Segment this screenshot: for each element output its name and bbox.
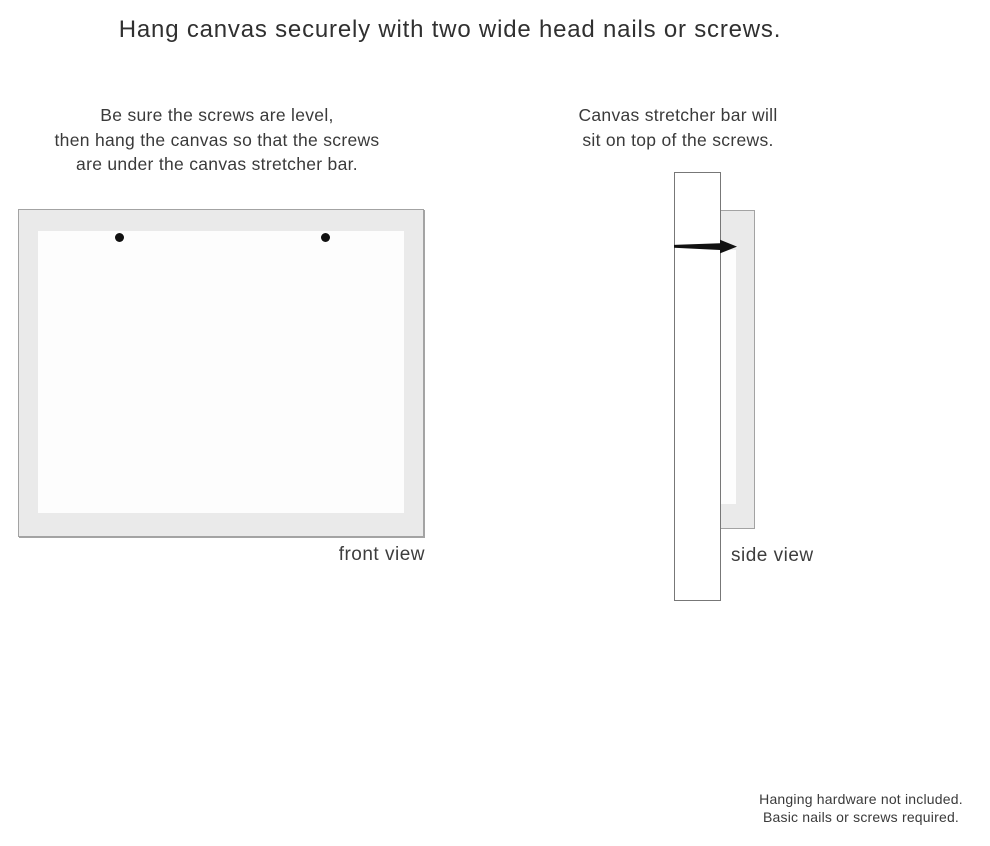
instruction-line: sit on top of the screws. [582,129,774,150]
nail-icon [674,239,737,254]
page-title: Hang canvas securely with two wide head … [118,16,782,43]
side-instructions: Canvas stretcher bar will sit on top of … [528,103,828,152]
screw-left-dot [115,233,124,242]
canvas-side-profile [719,210,755,529]
hardware-note: Hanging hardware not included. Basic nai… [718,791,990,826]
side-view-label: side view [731,545,814,566]
instruction-line: are under the canvas stretcher bar. [76,154,358,174]
screw-right-dot [321,233,330,242]
canvas-face [38,231,404,513]
hardware-note-line: Basic nails or screws required. [762,808,960,825]
front-view-label: front view [338,544,425,565]
front-instructions: Be sure the screws are level, then hang … [17,103,417,177]
instruction-line: Be sure the screws are level, [100,105,334,125]
canvas-recess [721,250,736,504]
canvas-frame-front [18,209,424,537]
hardware-note-line: Hanging hardware not included. [759,791,963,807]
instruction-line: then hang the canvas so that the screws [54,129,380,150]
instruction-line: Canvas stretcher bar will [578,105,778,125]
